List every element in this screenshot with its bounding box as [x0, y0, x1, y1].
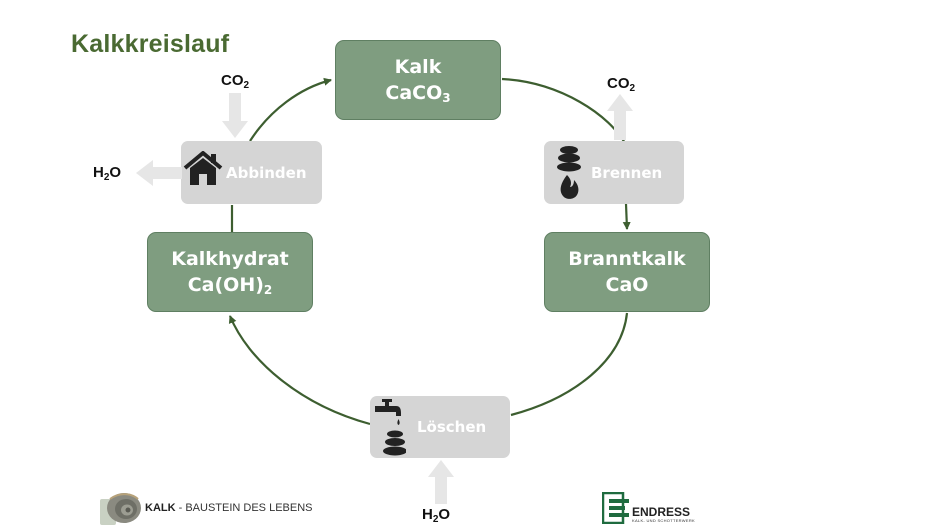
process-abbinden-label: Abbinden: [226, 163, 307, 182]
process-brennen: Brennen: [544, 141, 684, 204]
h2o-out-arrow: [136, 160, 182, 186]
node-kalk-name: Kalk: [394, 56, 442, 78]
process-loeschen: Löschen: [370, 396, 510, 458]
co2-in-label: CO2: [221, 72, 250, 91]
node-kalkhydrat-name: Kalkhydrat: [171, 248, 289, 270]
footer-tagline: KALK - BAUSTEIN DES LEBENS: [145, 502, 313, 514]
node-branntkalk: Branntkalk CaO: [544, 232, 710, 312]
process-abbinden: Abbinden: [181, 141, 322, 204]
cycle-arrow-branntkalk-loeschen: [510, 312, 629, 417]
process-brennen-label: Brennen: [591, 163, 663, 182]
node-kalk-formula: CaCO3: [385, 82, 451, 105]
node-branntkalk-name: Branntkalk: [568, 248, 686, 270]
h2o-in-label: H2O: [422, 506, 451, 525]
node-kalkhydrat: Kalkhydrat Ca(OH)2: [147, 232, 313, 312]
page-title: Kalkkreislauf: [71, 30, 230, 58]
node-kalk: Kalk CaCO3: [335, 40, 501, 120]
process-loeschen-label: Löschen: [417, 418, 487, 436]
endress-logo-subtitle: KALK- UND SCHOTTERWERK: [632, 518, 695, 523]
ammonite-logo-icon: [100, 493, 141, 525]
node-branntkalk-formula: CaO: [605, 274, 649, 296]
h2o-in-arrow: [428, 460, 454, 504]
endress-logo-name: ENDRESS: [632, 505, 691, 519]
fire-stones-icon: [557, 146, 581, 199]
co2-in-arrow: [222, 93, 248, 138]
node-kalkhydrat-formula: Ca(OH)2: [187, 274, 273, 297]
endress-logo-icon: [602, 492, 629, 524]
cycle-arrow-brennen-branntkalk: [622, 203, 631, 230]
house-icon: [183, 151, 223, 185]
cycle-arrow-loeschen-kalkhydrat: [228, 315, 371, 426]
co2-out-arrow: [607, 94, 633, 140]
water-tap-stones-icon: [375, 399, 406, 456]
cycle-arrow-abbinden-kalk: [249, 77, 332, 142]
co2-out-label: CO2: [607, 75, 636, 94]
h2o-out-label: H2O: [93, 164, 122, 183]
